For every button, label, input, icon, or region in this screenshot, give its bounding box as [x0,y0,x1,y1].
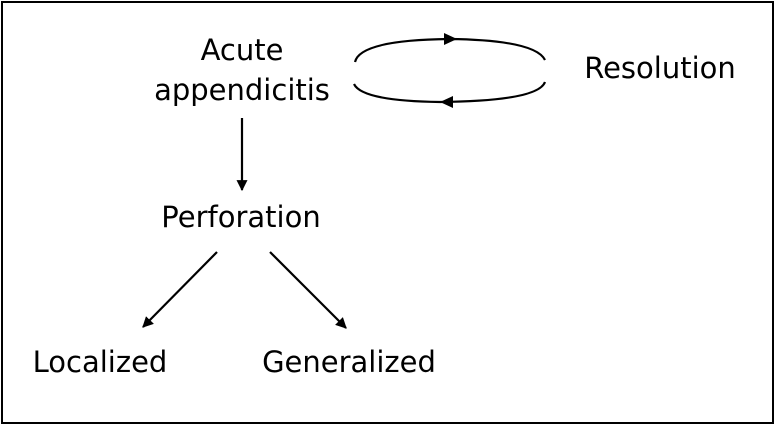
node-perforation: Perforation [161,200,321,234]
node-acute-line2: appendicitis [154,73,330,107]
node-generalized: Generalized [262,345,436,379]
arrow-perforation-to-localized [142,251,218,328]
node-acute-appendicitis: Acute appendicitis [130,30,354,110]
node-resolution: Resolution [584,51,736,85]
arrow-perforation-to-generalized [269,251,347,329]
arrowhead-upper [444,33,457,45]
node-acute-line1: Acute [200,33,284,67]
arrowhead-lower [440,96,453,108]
arrow-acute-to-resolution [353,37,546,63]
node-localized: Localized [32,345,168,379]
